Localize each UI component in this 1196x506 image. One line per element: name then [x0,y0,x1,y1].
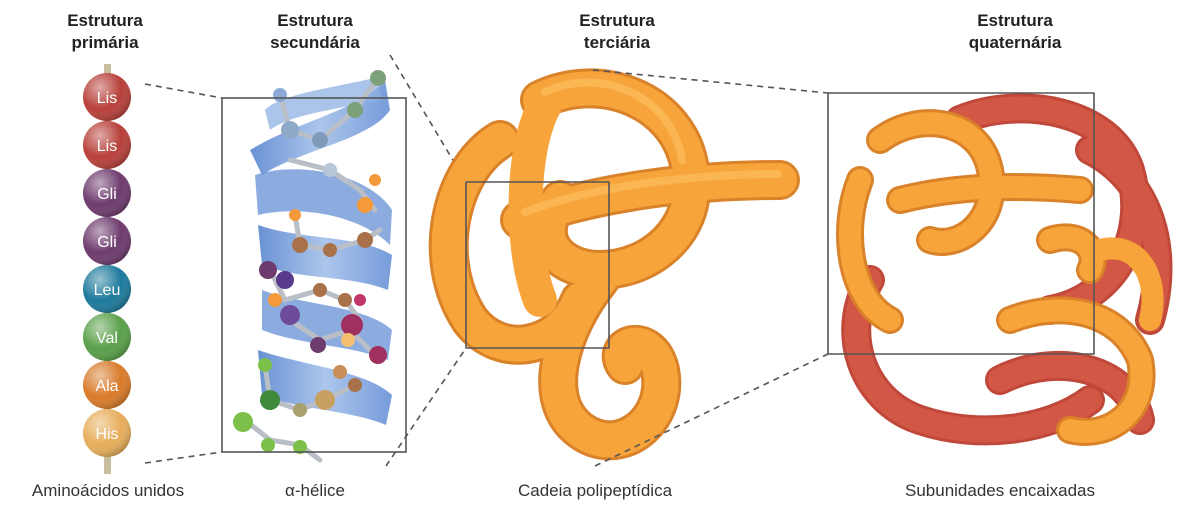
amino-acid-bead: Leu [83,265,131,313]
caption-quaternary: Subunidades encaixadas [870,480,1130,502]
amino-acid-label: Lis [97,90,117,107]
amino-acid-bead: Ala [83,361,131,409]
alpha-helix [222,70,406,460]
caption-tertiary: Cadeia polipeptídica [480,480,710,502]
connector-primary-secondary [145,84,222,463]
amino-acid-bead: Gli [83,217,131,265]
amino-acid-label: Gli [97,234,117,251]
amino-acid-label: His [95,426,118,443]
amino-acid-label: Val [96,330,118,347]
amino-acid-label: Lis [97,138,117,155]
amino-acid-bead: Lis [83,121,131,169]
amino-acid-bead: Gli [83,169,131,217]
amino-acid-bead: Lis [83,73,131,121]
amino-acid-bead: Val [83,313,131,361]
amino-acid-label: Gli [97,186,117,203]
caption-primary: Aminoácidos unidos [0,480,216,502]
amino-acid-bead: His [83,409,131,457]
caption-secondary: α-hélice [255,480,375,502]
quaternary-subunits [828,93,1158,432]
amino-acid-label: Ala [95,378,118,395]
tertiary-polypeptide-chain [449,83,780,441]
amino-acid-label: Leu [94,282,121,299]
